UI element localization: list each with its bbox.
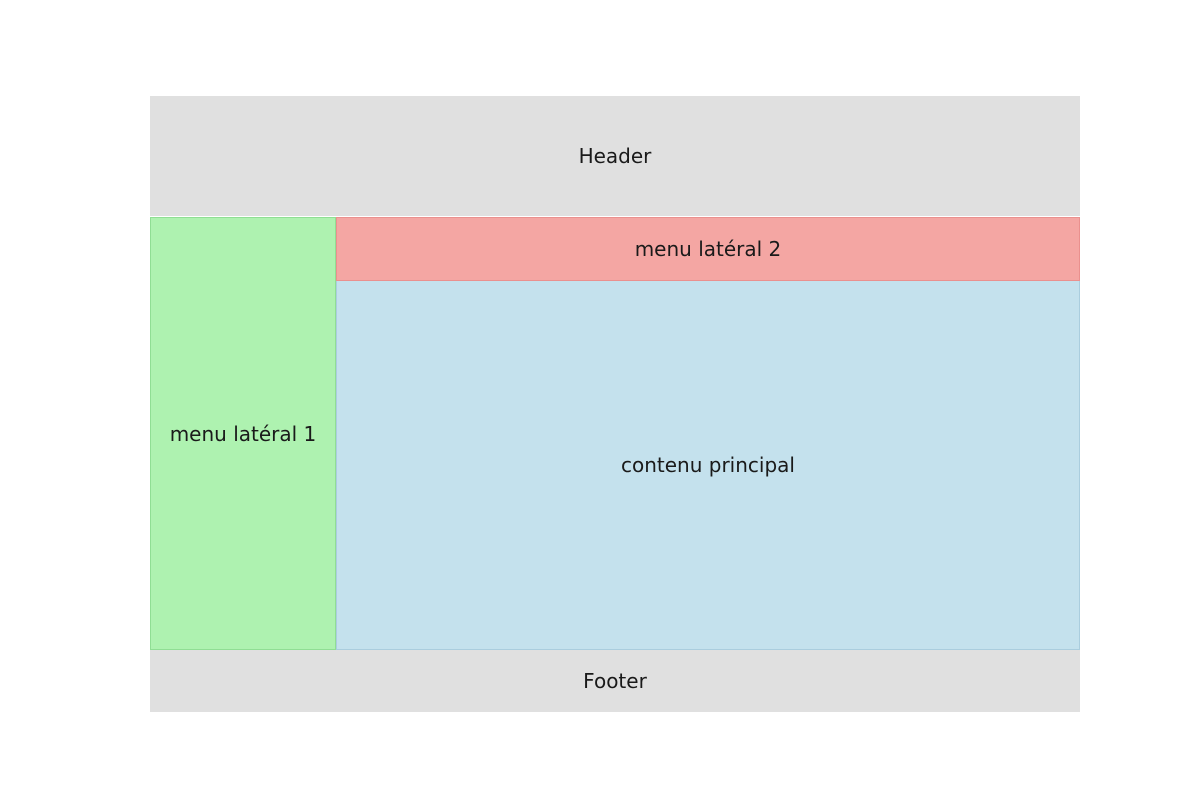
header-label: Header <box>578 144 652 168</box>
sidebar-top-label: menu latéral 2 <box>634 237 782 261</box>
sidebar-top-region: menu latéral 2 <box>336 217 1080 281</box>
sidebar-left-label: menu latéral 1 <box>169 421 317 446</box>
main-content-region: contenu principal <box>336 281 1080 650</box>
middle-row: menu latéral 1 menu latéral 2 contenu pr… <box>150 217 1080 650</box>
footer-region: Footer <box>150 650 1080 712</box>
header-region: Header <box>150 96 1080 217</box>
sidebar-left-region: menu latéral 1 <box>150 217 336 650</box>
layout-container: Header menu latéral 1 menu latéral 2 con… <box>150 96 1080 712</box>
footer-label: Footer <box>583 669 647 693</box>
content-column: menu latéral 2 contenu principal <box>336 217 1080 650</box>
main-content-label: contenu principal <box>621 453 795 477</box>
